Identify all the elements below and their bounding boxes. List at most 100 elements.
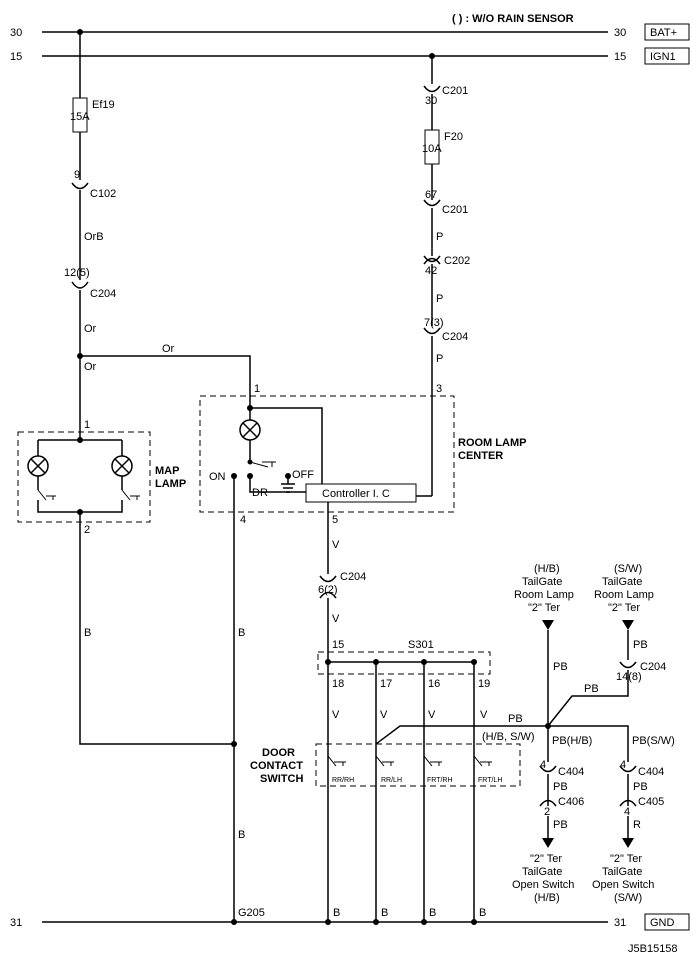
splice-pin18: 18 xyxy=(332,678,344,690)
wire-or3-label: Or xyxy=(162,343,175,355)
map-lamp-switch-left xyxy=(37,489,56,501)
ground-g205: G205 xyxy=(238,907,265,919)
map-lamp-title-1: MAP xyxy=(155,465,179,477)
ign-label: IGN1 xyxy=(650,51,676,63)
door-switch-box xyxy=(315,743,521,787)
door-switch-label-4: FRT/LH xyxy=(478,777,502,784)
tg-room-sw-l4: "2" Ter xyxy=(608,602,640,614)
c404b-pin: 4 xyxy=(620,759,626,771)
wire-pb-c404b-label: PB xyxy=(633,781,648,793)
c404a-pin: 4 xyxy=(540,759,546,771)
connector-c404-a xyxy=(539,765,557,773)
room-lamp-pin4: 4 xyxy=(240,514,246,526)
door-switch-title-3: SWITCH xyxy=(260,773,303,785)
wire-pb-c406-label: PB xyxy=(553,819,568,831)
c405-name: C405 xyxy=(638,796,664,808)
wire-p2-label: P xyxy=(436,293,443,305)
b-junction xyxy=(231,741,237,747)
connector-c201-a xyxy=(423,85,441,93)
tg-open-sw-l3: Open Switch xyxy=(592,879,654,891)
c201b-pin: 67 xyxy=(425,189,437,201)
c201a-pin: 30 xyxy=(425,95,437,107)
wire-v1-label: V xyxy=(332,539,340,551)
wire-p3-label: P xyxy=(436,353,443,365)
gnd-node-18 xyxy=(325,919,331,925)
wire-pb-sw-up-label: PB xyxy=(633,639,648,651)
door-switch-rr-rh xyxy=(327,755,346,767)
connector-c201-b xyxy=(423,199,441,207)
c201a-name: C201 xyxy=(442,85,468,97)
fuse-f20-name: F20 xyxy=(444,131,463,143)
tg-open-sw-l1: "2" Ter xyxy=(610,853,642,865)
wire-b19-label: B xyxy=(479,907,486,919)
wire-hb-sw-label: (H/B, S/W) xyxy=(482,731,535,743)
room-lamp-ground-icon xyxy=(281,483,295,493)
door-switch-label-3: FRT/RH xyxy=(427,777,453,784)
tg-room-sw-l1: (S/W) xyxy=(614,563,642,575)
tg-open-sw-l4: (S/W) xyxy=(614,892,642,904)
room-lamp-pin3: 3 xyxy=(436,383,442,395)
wire-pb-sw-spec: PB(S/W) xyxy=(632,735,675,747)
controller-label: Controller I. C xyxy=(322,488,390,500)
c404a-name: C404 xyxy=(558,766,584,778)
wire-p1-label: P xyxy=(436,231,443,243)
gnd-num-left: 31 xyxy=(10,917,22,929)
ign-num-left: 15 xyxy=(10,51,22,63)
connector-c404-b xyxy=(619,765,637,773)
wire-maplamp-ground xyxy=(79,512,236,745)
room-lamp-title-1: ROOM LAMP xyxy=(458,437,526,449)
room-lamp-pin1: 1 xyxy=(254,383,260,395)
wire-b16-label: B xyxy=(429,907,436,919)
door-switch-frt-lh xyxy=(473,755,492,767)
room-lamp-pin5: 5 xyxy=(332,514,338,526)
c204c-pin: 6(2) xyxy=(318,584,338,596)
tg-room-sw-arrow xyxy=(622,620,634,630)
door-switch-rr-lh xyxy=(375,755,394,767)
gnd-node-16 xyxy=(421,919,427,925)
c204b-pin: 7(3) xyxy=(424,317,444,329)
connector-c204-a xyxy=(71,281,89,289)
c201b-name: C201 xyxy=(442,204,468,216)
tg-room-hb-l1: (H/B) xyxy=(534,563,560,575)
wire-junction-sw-branch xyxy=(548,725,629,762)
fuse-ef19-rating: 15A xyxy=(70,111,90,123)
gnd-node-19 xyxy=(471,919,477,925)
wire-v17-label: V xyxy=(380,709,388,721)
diagram-id: J5B15158 xyxy=(628,943,678,955)
c406-name: C406 xyxy=(558,796,584,808)
wire-or2-label: Or xyxy=(84,361,97,373)
fuse-f20-rating: 10A xyxy=(422,143,442,155)
connector-c202-top xyxy=(423,255,441,263)
door-switch-label-1: RR/RH xyxy=(332,777,354,784)
c102-name: C102 xyxy=(90,188,116,200)
map-lamp-switch-right xyxy=(121,489,140,501)
c202-pin: 42 xyxy=(425,265,437,277)
c404b-name: C404 xyxy=(638,766,664,778)
map-lamp-box xyxy=(17,431,151,523)
tg-open-hb-l1: "2" Ter xyxy=(530,853,562,865)
controller-box xyxy=(305,483,417,503)
tg-room-hb-l2: TailGate xyxy=(522,576,562,588)
connector-c204-d xyxy=(619,661,637,669)
room-lamp-bulb xyxy=(239,419,261,441)
wire-pb-door-to-tailgate xyxy=(375,725,548,745)
wire-orb-label: OrB xyxy=(84,231,104,243)
connector-c102 xyxy=(71,182,89,190)
bat-num-left: 30 xyxy=(10,27,22,39)
tg-room-sw-l3: Room Lamp xyxy=(594,589,654,601)
wire-b-g205-label: B xyxy=(238,829,245,841)
tg-open-hb-l4: (H/B) xyxy=(534,892,560,904)
room-lamp-on-label: ON xyxy=(209,471,226,483)
c204d-pin: 14(8) xyxy=(616,671,642,683)
gnd-label-box xyxy=(644,913,690,931)
map-lamp-pin-bottom: 2 xyxy=(84,524,90,536)
fuse-ef19-name: Ef19 xyxy=(92,99,115,111)
wire-pb-top-label: PB xyxy=(508,713,523,725)
bat-num-right: 30 xyxy=(614,27,626,39)
gnd-label: GND xyxy=(650,917,675,929)
wire-b-map-label: B xyxy=(84,627,91,639)
c204b-name: C204 xyxy=(442,331,468,343)
c204d-name: C204 xyxy=(640,661,666,673)
